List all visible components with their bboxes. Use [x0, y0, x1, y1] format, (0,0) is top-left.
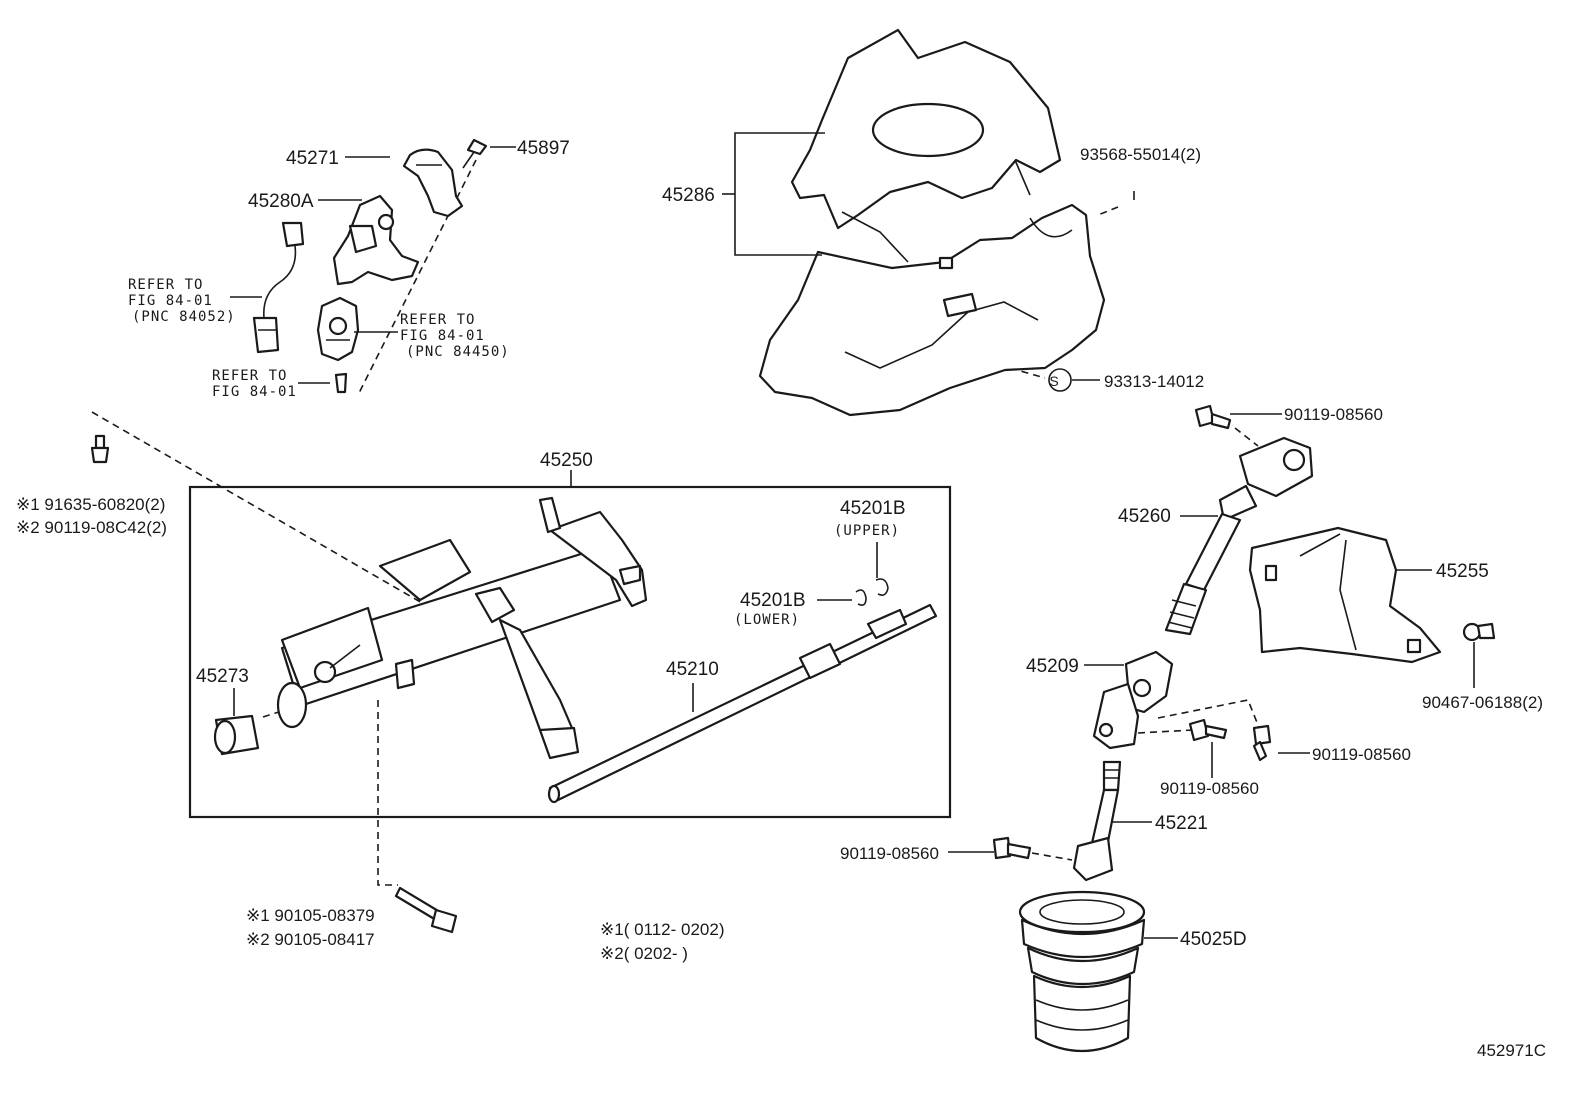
label-90119-08560-top: 90119-08560 — [1284, 405, 1383, 424]
lower-bolt — [394, 886, 458, 934]
label-bolt-upper-variant-2: ※2 90119-08C42(2) — [16, 518, 167, 537]
refer-note-1-line2: FIG 84-01 — [128, 293, 213, 309]
label-45280a: 45280A — [248, 191, 314, 212]
refer-note-2-line2: FIG 84-01 — [400, 328, 485, 344]
ignition-switch — [316, 296, 360, 362]
steering-column-tube — [276, 496, 648, 760]
small-screw-refer — [334, 372, 348, 394]
label-45250: 45250 — [540, 450, 593, 471]
label-45025d: 45025D — [1180, 929, 1247, 950]
dust-cover-45255 — [1248, 526, 1442, 664]
variant-labels: ※1 91635-60820(2) ※2 90119-08C42(2) ※1 9… — [16, 495, 375, 949]
steering-boot-45025d — [1018, 890, 1146, 1052]
figure-id: 452971C — [1477, 1041, 1546, 1060]
legend-line-2: ※2( 0202- ) — [600, 944, 688, 963]
key-cylinder-bracket — [402, 148, 464, 218]
bolt-90119-mid — [1188, 718, 1228, 742]
wire-harness-connector — [252, 221, 305, 354]
refer-note-2-line1: REFER TO — [400, 312, 475, 328]
refer-note-1-line3: (PNC 84052) — [132, 309, 236, 325]
small-screw-45897 — [462, 138, 488, 169]
label-90119-08560-right: 90119-08560 — [1312, 745, 1411, 764]
label-45260: 45260 — [1118, 506, 1171, 527]
label-93313-14012: 93313-14012 — [1104, 372, 1204, 391]
label-45209: 45209 — [1026, 656, 1079, 677]
refer-note-3-line2: FIG 84-01 — [212, 384, 297, 400]
label-s-symbol: S — [1049, 373, 1058, 389]
refer-note-2-line3: (PNC 84450) — [406, 344, 510, 360]
refer-note-3-line1: REFER TO — [212, 368, 287, 384]
label-bolt-lower-variant-1: ※1 90105-08379 — [246, 906, 375, 925]
refer-note-1-line1: REFER TO — [128, 277, 203, 293]
dashed-guides — [91, 159, 1263, 886]
universal-joint-45209 — [1092, 650, 1174, 750]
label-45201b-lower: 45201B — [740, 590, 806, 611]
label-bolt-lower-variant-2: ※2 90105-08417 — [246, 930, 375, 949]
label-lower: (LOWER) — [734, 612, 800, 628]
column-cover-lower-part — [758, 203, 1106, 417]
upper-bolt-left — [90, 434, 110, 464]
label-90467-06188: 90467-06188(2) — [1422, 693, 1543, 712]
clip-90467 — [1462, 622, 1496, 642]
column-cover-upper-part — [790, 28, 1062, 263]
label-45221: 45221 — [1155, 813, 1208, 834]
steering-lock-housing — [332, 194, 420, 286]
intermediate-shaft-45260 — [1164, 436, 1314, 636]
legend-line-1: ※1( 0112- 0202) — [600, 920, 725, 939]
bracket-45286-lines — [722, 132, 825, 256]
label-90119-08560-left: 90119-08560 — [840, 844, 939, 863]
bushing-45273 — [213, 714, 260, 756]
s-symbol-circle — [1048, 368, 1072, 392]
label-45273: 45273 — [196, 666, 249, 687]
snap-rings-45201b — [855, 578, 889, 606]
label-45897: 45897 — [517, 138, 570, 159]
lower-shaft-45221 — [1072, 760, 1122, 882]
label-45286: 45286 — [662, 185, 715, 206]
bolt-90119-left — [992, 836, 1032, 860]
bolt-90119-top — [1194, 404, 1232, 430]
bolt-90119-right — [1252, 724, 1272, 762]
label-90119-08560-mid: 90119-08560 — [1160, 779, 1259, 798]
label-45201b-upper: 45201B — [840, 498, 906, 519]
main-shaft-45210 — [547, 603, 938, 804]
refer-notes: REFER TO FIG 84-01 (PNC 84052) REFER TO … — [128, 277, 510, 400]
label-upper: (UPPER) — [834, 523, 900, 539]
label-bolt-upper-variant-1: ※1 91635-60820(2) — [16, 495, 165, 514]
leader-lines — [230, 146, 1475, 939]
part-number-labels: 45271 45897 45280A 45286 93568-55014(2) … — [196, 138, 1543, 950]
label-45255: 45255 — [1436, 561, 1489, 582]
production-date-legend: ※1( 0112- 0202) ※2( 0202- ) — [600, 920, 725, 963]
label-93568-55014: 93568-55014(2) — [1080, 145, 1201, 164]
label-45210: 45210 — [666, 659, 719, 680]
steering-column-assembly-box — [188, 485, 952, 819]
label-45271: 45271 — [286, 148, 339, 169]
